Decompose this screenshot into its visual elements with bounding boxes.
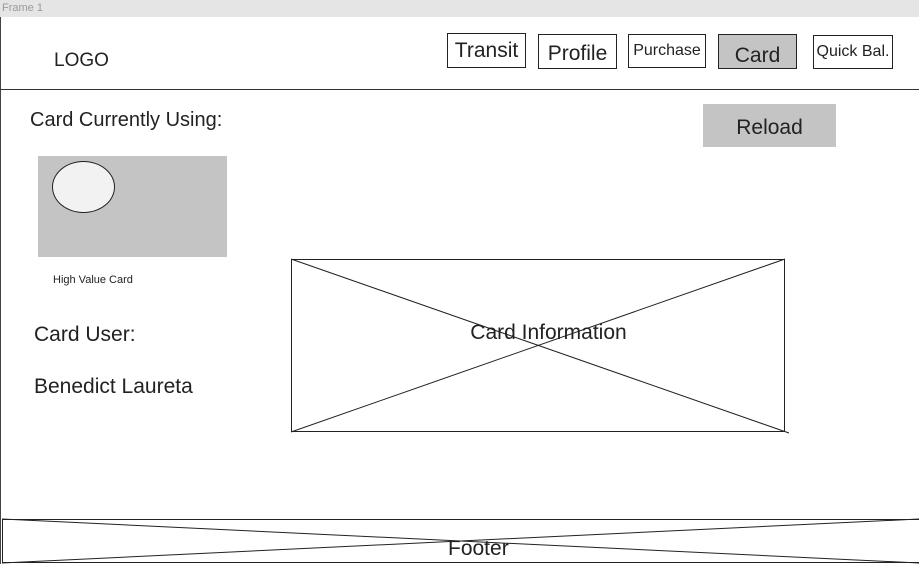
nav-card-button[interactable]: Card — [718, 34, 797, 69]
nav-purchase-button[interactable]: Purchase — [628, 34, 706, 68]
logo: LOGO — [54, 50, 109, 71]
card-user-label: Card User: — [34, 323, 136, 346]
current-card-heading: Card Currently Using: — [30, 109, 223, 131]
card-information-label: Card Information — [470, 321, 627, 344]
card-user-name: Benedict Laureta — [34, 375, 193, 398]
footer-placeholder-cross — [1, 518, 919, 564]
footer-placeholder: Footer — [1, 518, 919, 564]
card-information-placeholder: Card Information — [290, 258, 790, 434]
header-divider — [0, 89, 919, 90]
footer-label: Footer — [448, 537, 509, 560]
card-chip-icon — [52, 161, 115, 213]
card-type-label: High Value Card — [53, 274, 133, 286]
card-information-placeholder-cross — [290, 258, 790, 434]
nav-profile-button[interactable]: Profile — [538, 34, 617, 69]
frame-label: Frame 1 — [0, 0, 919, 17]
reload-button[interactable]: Reload — [703, 104, 836, 147]
card-image — [38, 156, 227, 257]
nav-transit-button[interactable]: Transit — [447, 33, 526, 68]
nav-quick-balance-button[interactable]: Quick Bal. — [813, 35, 893, 69]
